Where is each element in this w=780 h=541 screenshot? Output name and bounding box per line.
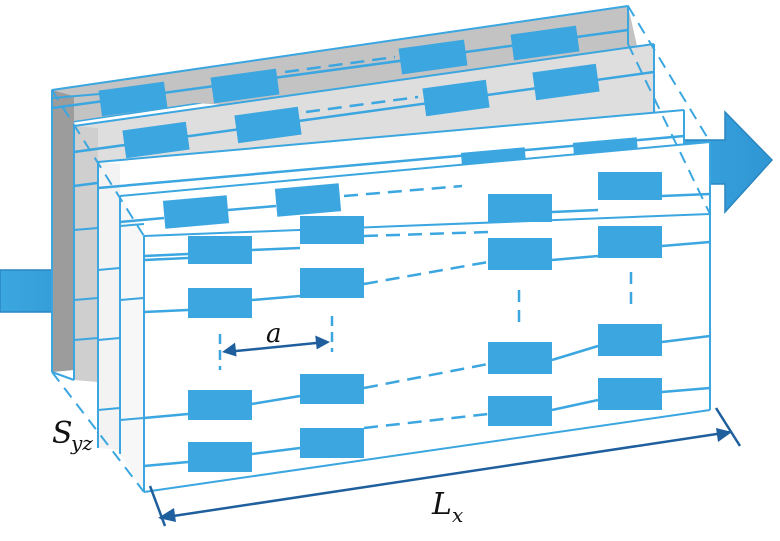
svg-text:yz: yz: [70, 431, 93, 455]
length-dimension: [148, 407, 742, 527]
layer-panel-front: [143, 142, 711, 493]
box-depth-edges: [51, 5, 711, 493]
svg-text:S: S: [52, 416, 73, 451]
svg-text:L: L: [431, 487, 452, 522]
spacing-label: a: [266, 319, 282, 349]
svg-text:x: x: [452, 503, 463, 527]
area-label: S yz: [52, 416, 93, 455]
length-label: L x: [431, 487, 463, 527]
